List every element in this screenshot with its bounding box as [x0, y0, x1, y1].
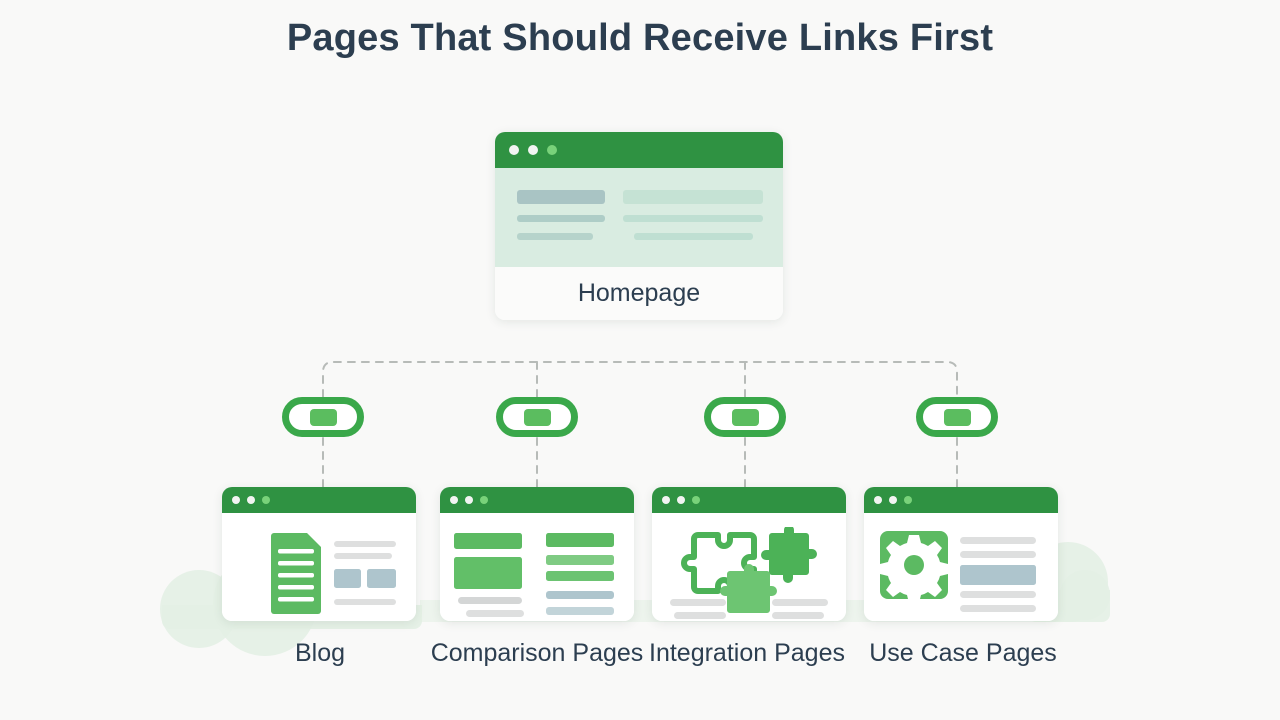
node-comparison-label: Comparison Pages: [430, 639, 644, 667]
window-dot-maximize-icon: [547, 145, 557, 155]
homepage-preview-column-right: [623, 190, 763, 251]
node-comparison[interactable]: [440, 487, 634, 621]
window-dot-minimize-icon: [247, 496, 255, 504]
usecase-titlebar: [864, 487, 1058, 513]
window-dot-close-icon: [662, 496, 670, 504]
integration-titlebar: [652, 487, 846, 513]
comparison-content-preview: [440, 513, 634, 621]
window-dot-maximize-icon: [480, 496, 488, 504]
homepage-label: Homepage: [495, 267, 783, 320]
puzzle-pieces-icon: [670, 525, 828, 619]
node-integration-label: Integration Pages: [649, 639, 845, 667]
two-column-layout-icon: [454, 533, 614, 617]
window-dot-close-icon: [874, 496, 882, 504]
window-dot-close-icon: [232, 496, 240, 504]
placeholder-bar: [517, 233, 593, 240]
placeholder-bar: [517, 190, 605, 204]
window-dot-minimize-icon: [889, 496, 897, 504]
window-dot-minimize-icon: [677, 496, 685, 504]
node-usecase[interactable]: [864, 487, 1058, 621]
placeholder-bar: [623, 215, 763, 222]
blog-titlebar: [222, 487, 416, 513]
node-homepage[interactable]: Homepage: [495, 132, 783, 320]
window-dot-minimize-icon: [465, 496, 473, 504]
placeholder-bar: [517, 215, 605, 222]
integration-content-preview: [652, 513, 846, 621]
page-title: Pages That Should Receive Links First: [286, 17, 994, 59]
link-pill-core: [731, 408, 759, 426]
node-usecase-label: Use Case Pages: [869, 639, 1057, 667]
link-pill-comparison-icon[interactable]: [496, 397, 578, 437]
homepage-titlebar: [495, 132, 783, 168]
comparison-titlebar: [440, 487, 634, 513]
window-dot-minimize-icon: [528, 145, 538, 155]
usecase-content-preview: [864, 513, 1058, 621]
window-dot-maximize-icon: [262, 496, 270, 504]
placeholder-bar: [623, 190, 763, 204]
window-dot-maximize-icon: [904, 496, 912, 504]
gear-icon: [880, 531, 1036, 612]
window-dot-close-icon: [509, 145, 519, 155]
homepage-preview-column-left: [517, 190, 605, 251]
link-pill-blog-icon[interactable]: [282, 397, 364, 437]
node-blog-label: Blog: [294, 639, 346, 667]
blog-content-preview: [222, 513, 416, 621]
placeholder-bar: [634, 233, 754, 240]
link-pill-integration-icon[interactable]: [704, 397, 786, 437]
link-pill-core: [943, 408, 971, 426]
document-icon: [271, 533, 396, 614]
link-pill-core: [523, 408, 551, 426]
node-blog[interactable]: [222, 487, 416, 621]
window-dot-maximize-icon: [692, 496, 700, 504]
link-pill-core: [309, 408, 337, 426]
homepage-content-preview: [495, 168, 783, 267]
node-integration[interactable]: [652, 487, 846, 621]
link-pill-usecase-icon[interactable]: [916, 397, 998, 437]
window-dot-close-icon: [450, 496, 458, 504]
